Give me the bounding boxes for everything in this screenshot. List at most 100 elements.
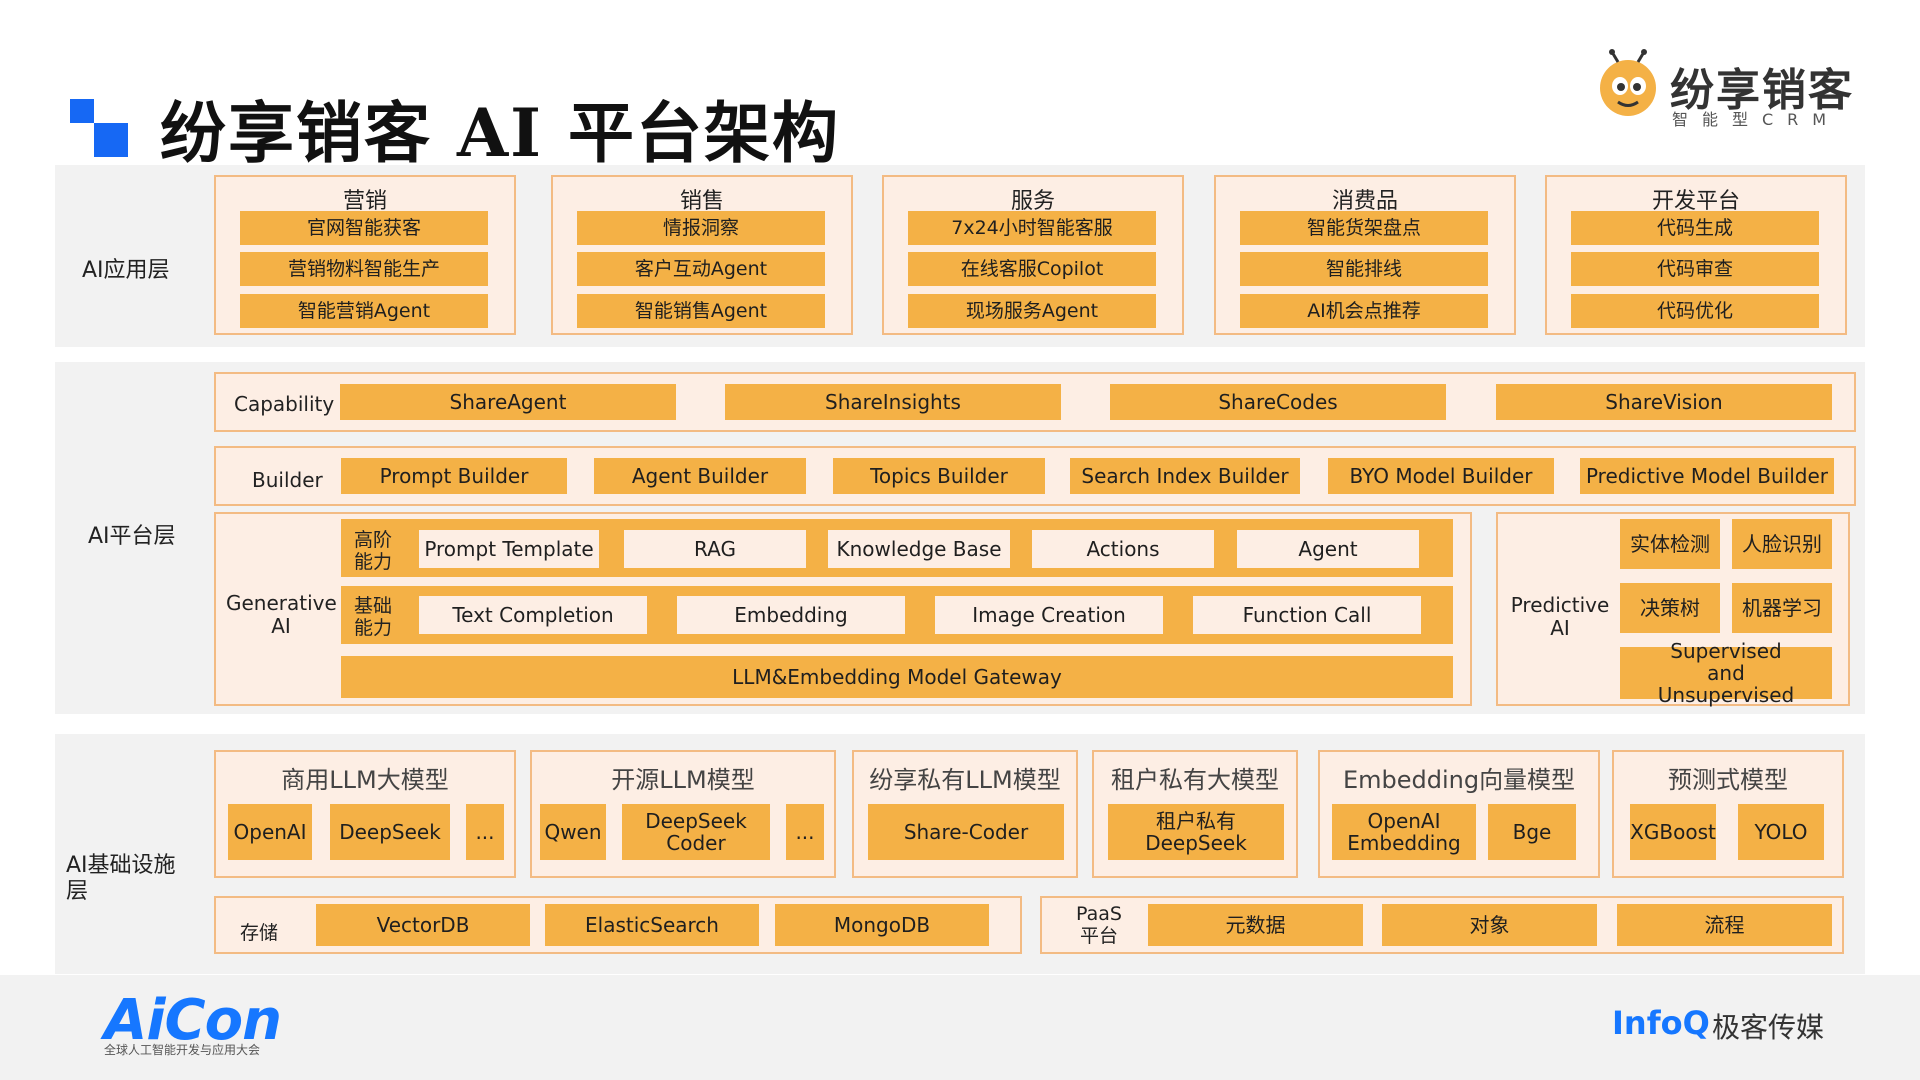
application-chip: 代码优化 <box>1571 294 1819 328</box>
application-chip: 现场服务Agent <box>908 294 1156 328</box>
application-panel-title: 服务 <box>1010 189 1055 214</box>
page-title: 纷享销客 AI 平台架构 <box>160 94 841 172</box>
predictive-chip: Supervised and Unsupervised <box>1620 640 1832 706</box>
paas-chip: 流程 <box>1617 904 1832 946</box>
model-panel-title: 预测式模型 <box>1668 766 1788 794</box>
advanced-chip: Actions <box>1032 530 1214 568</box>
infoq-logo: InfoQ <box>1612 1004 1710 1042</box>
advanced-chip: Prompt Template <box>419 530 599 568</box>
brand-name: 纷享销客 <box>1670 65 1854 116</box>
application-chip: 智能货架盘点 <box>1240 211 1488 245</box>
footer <box>0 975 1920 1080</box>
application-chip: 智能营销Agent <box>240 294 488 328</box>
application-chip: 7x24小时智能客服 <box>908 211 1156 245</box>
layer-label-application: AI应用层 <box>82 258 170 283</box>
basic-capability-label: 基础能力 <box>353 595 392 639</box>
predictive-chip: 人脸识别 <box>1732 519 1832 569</box>
model-chip: Qwen <box>540 804 606 860</box>
storage-chip: MongoDB <box>775 904 989 946</box>
aicon-subtitle: 全球人工智能开发与应用大会 <box>104 1043 261 1057</box>
model-chip: Bge <box>1488 804 1576 860</box>
model-panel-title: Embedding向量模型 <box>1342 766 1576 794</box>
model-panel: 预测式模型 XGBoost YOLO <box>1612 750 1844 878</box>
builder-chip: Prompt Builder <box>341 458 567 494</box>
application-chip: 智能排线 <box>1240 252 1488 286</box>
model-chip: YOLO <box>1738 804 1824 860</box>
application-chip: 营销物料智能生产 <box>240 252 488 286</box>
builder-chip: BYO Model Builder <box>1328 458 1554 494</box>
advanced-chip: Agent <box>1237 530 1419 568</box>
application-panel-title: 开发平台 <box>1651 189 1740 214</box>
model-panel-title: 纷享私有LLM模型 <box>869 766 1061 794</box>
advanced-capability-label: 高阶能力 <box>353 529 392 573</box>
application-chip: 情报洞察 <box>577 211 825 245</box>
advanced-chip: RAG <box>624 530 806 568</box>
model-panel: 纷享私有LLM模型 Share-Coder <box>852 750 1078 878</box>
application-panel: 营销官网智能获客营销物料智能生产智能营销Agent <box>214 175 516 335</box>
application-chip: 代码审查 <box>1571 252 1819 286</box>
application-panel: 开发平台代码生成代码审查代码优化 <box>1545 175 1847 335</box>
model-panel: 租户私有大模型租户私有 DeepSeek <box>1092 750 1298 878</box>
brand-logo: 纷享销客 智能型CRM <box>1590 48 1890 129</box>
application-chip: 智能销售Agent <box>577 294 825 328</box>
predictive-chip: 机器学习 <box>1732 583 1832 633</box>
model-chip: XGBoost <box>1630 804 1716 860</box>
builder-label: Builder <box>252 468 323 492</box>
predictive-chip: 实体检测 <box>1620 519 1720 569</box>
aicon-logo: AiCon <box>104 988 282 1053</box>
builder-chip: Topics Builder <box>833 458 1045 494</box>
predictive-chip: 决策树 <box>1620 583 1720 633</box>
model-chip: OpenAI <box>228 804 312 860</box>
model-chip: 租户私有 DeepSeek <box>1108 804 1284 860</box>
predictive-ai-label: Predictive AI <box>1510 593 1610 640</box>
brand-subtitle: 智能型CRM <box>1672 110 1841 129</box>
basic-chip: Function Call <box>1193 596 1421 634</box>
paas-chip: 对象 <box>1382 904 1597 946</box>
builder-chip: Agent Builder <box>594 458 806 494</box>
model-panel-title: 商用LLM大模型 <box>281 766 449 794</box>
application-panel: 销售情报洞察客户互动Agent 智能销售Agent <box>551 175 853 335</box>
builder-chip: Predictive Model Builder <box>1580 458 1834 494</box>
application-chip: 客户互动Agent <box>577 252 825 286</box>
capability-chip: ShareCodes <box>1110 384 1446 420</box>
model-chip: OpenAI Embedding <box>1332 804 1476 860</box>
application-chip: 在线客服Copilot <box>908 252 1156 286</box>
layer-label-infrastructure: AI基础设施层 <box>66 853 176 905</box>
model-chip: Share-Coder <box>868 804 1064 860</box>
capability-chip: ShareInsights <box>725 384 1061 420</box>
capability-chip: ShareAgent <box>340 384 676 420</box>
application-chip: AI机会点推荐 <box>1240 294 1488 328</box>
application-panel-title: 营销 <box>342 189 387 214</box>
basic-chip: Embedding <box>677 596 905 634</box>
builder-chip: Search Index Builder <box>1070 458 1300 494</box>
application-chip: 官网智能获客 <box>240 211 488 245</box>
model-chip: ... <box>466 804 504 860</box>
model-panel-title: 租户私有大模型 <box>1111 766 1279 794</box>
storage-chip: ElasticSearch <box>545 904 759 946</box>
model-gateway: LLM&Embedding Model Gateway <box>341 656 1453 698</box>
layer-label-platform: AI平台层 <box>88 524 176 549</box>
paas-chip: 元数据 <box>1148 904 1363 946</box>
application-chip: 代码生成 <box>1571 211 1819 245</box>
generative-ai-label: Generative AI <box>226 591 337 638</box>
title-decoration-icon <box>70 99 130 159</box>
bee-mascot-icon <box>1600 49 1656 116</box>
capability-label: Capability <box>234 392 335 416</box>
model-panel-title: 开源LLM模型 <box>611 766 755 794</box>
capability-chip: ShareVision <box>1496 384 1832 420</box>
paas-label: PaaS 平台 <box>1076 903 1122 947</box>
application-panel-title: 销售 <box>679 189 724 214</box>
storage-chip: VectorDB <box>316 904 530 946</box>
advanced-chip: Knowledge Base <box>828 530 1010 568</box>
storage-label: 存储 <box>240 922 279 944</box>
model-chip: ... <box>786 804 824 860</box>
basic-chip: Image Creation <box>935 596 1163 634</box>
model-chip: DeepSeek <box>330 804 450 860</box>
model-panel: 商用LLM大模型 OpenAI DeepSeek... <box>214 750 516 878</box>
infoq-name: 极客传媒 <box>1712 1011 1825 1044</box>
